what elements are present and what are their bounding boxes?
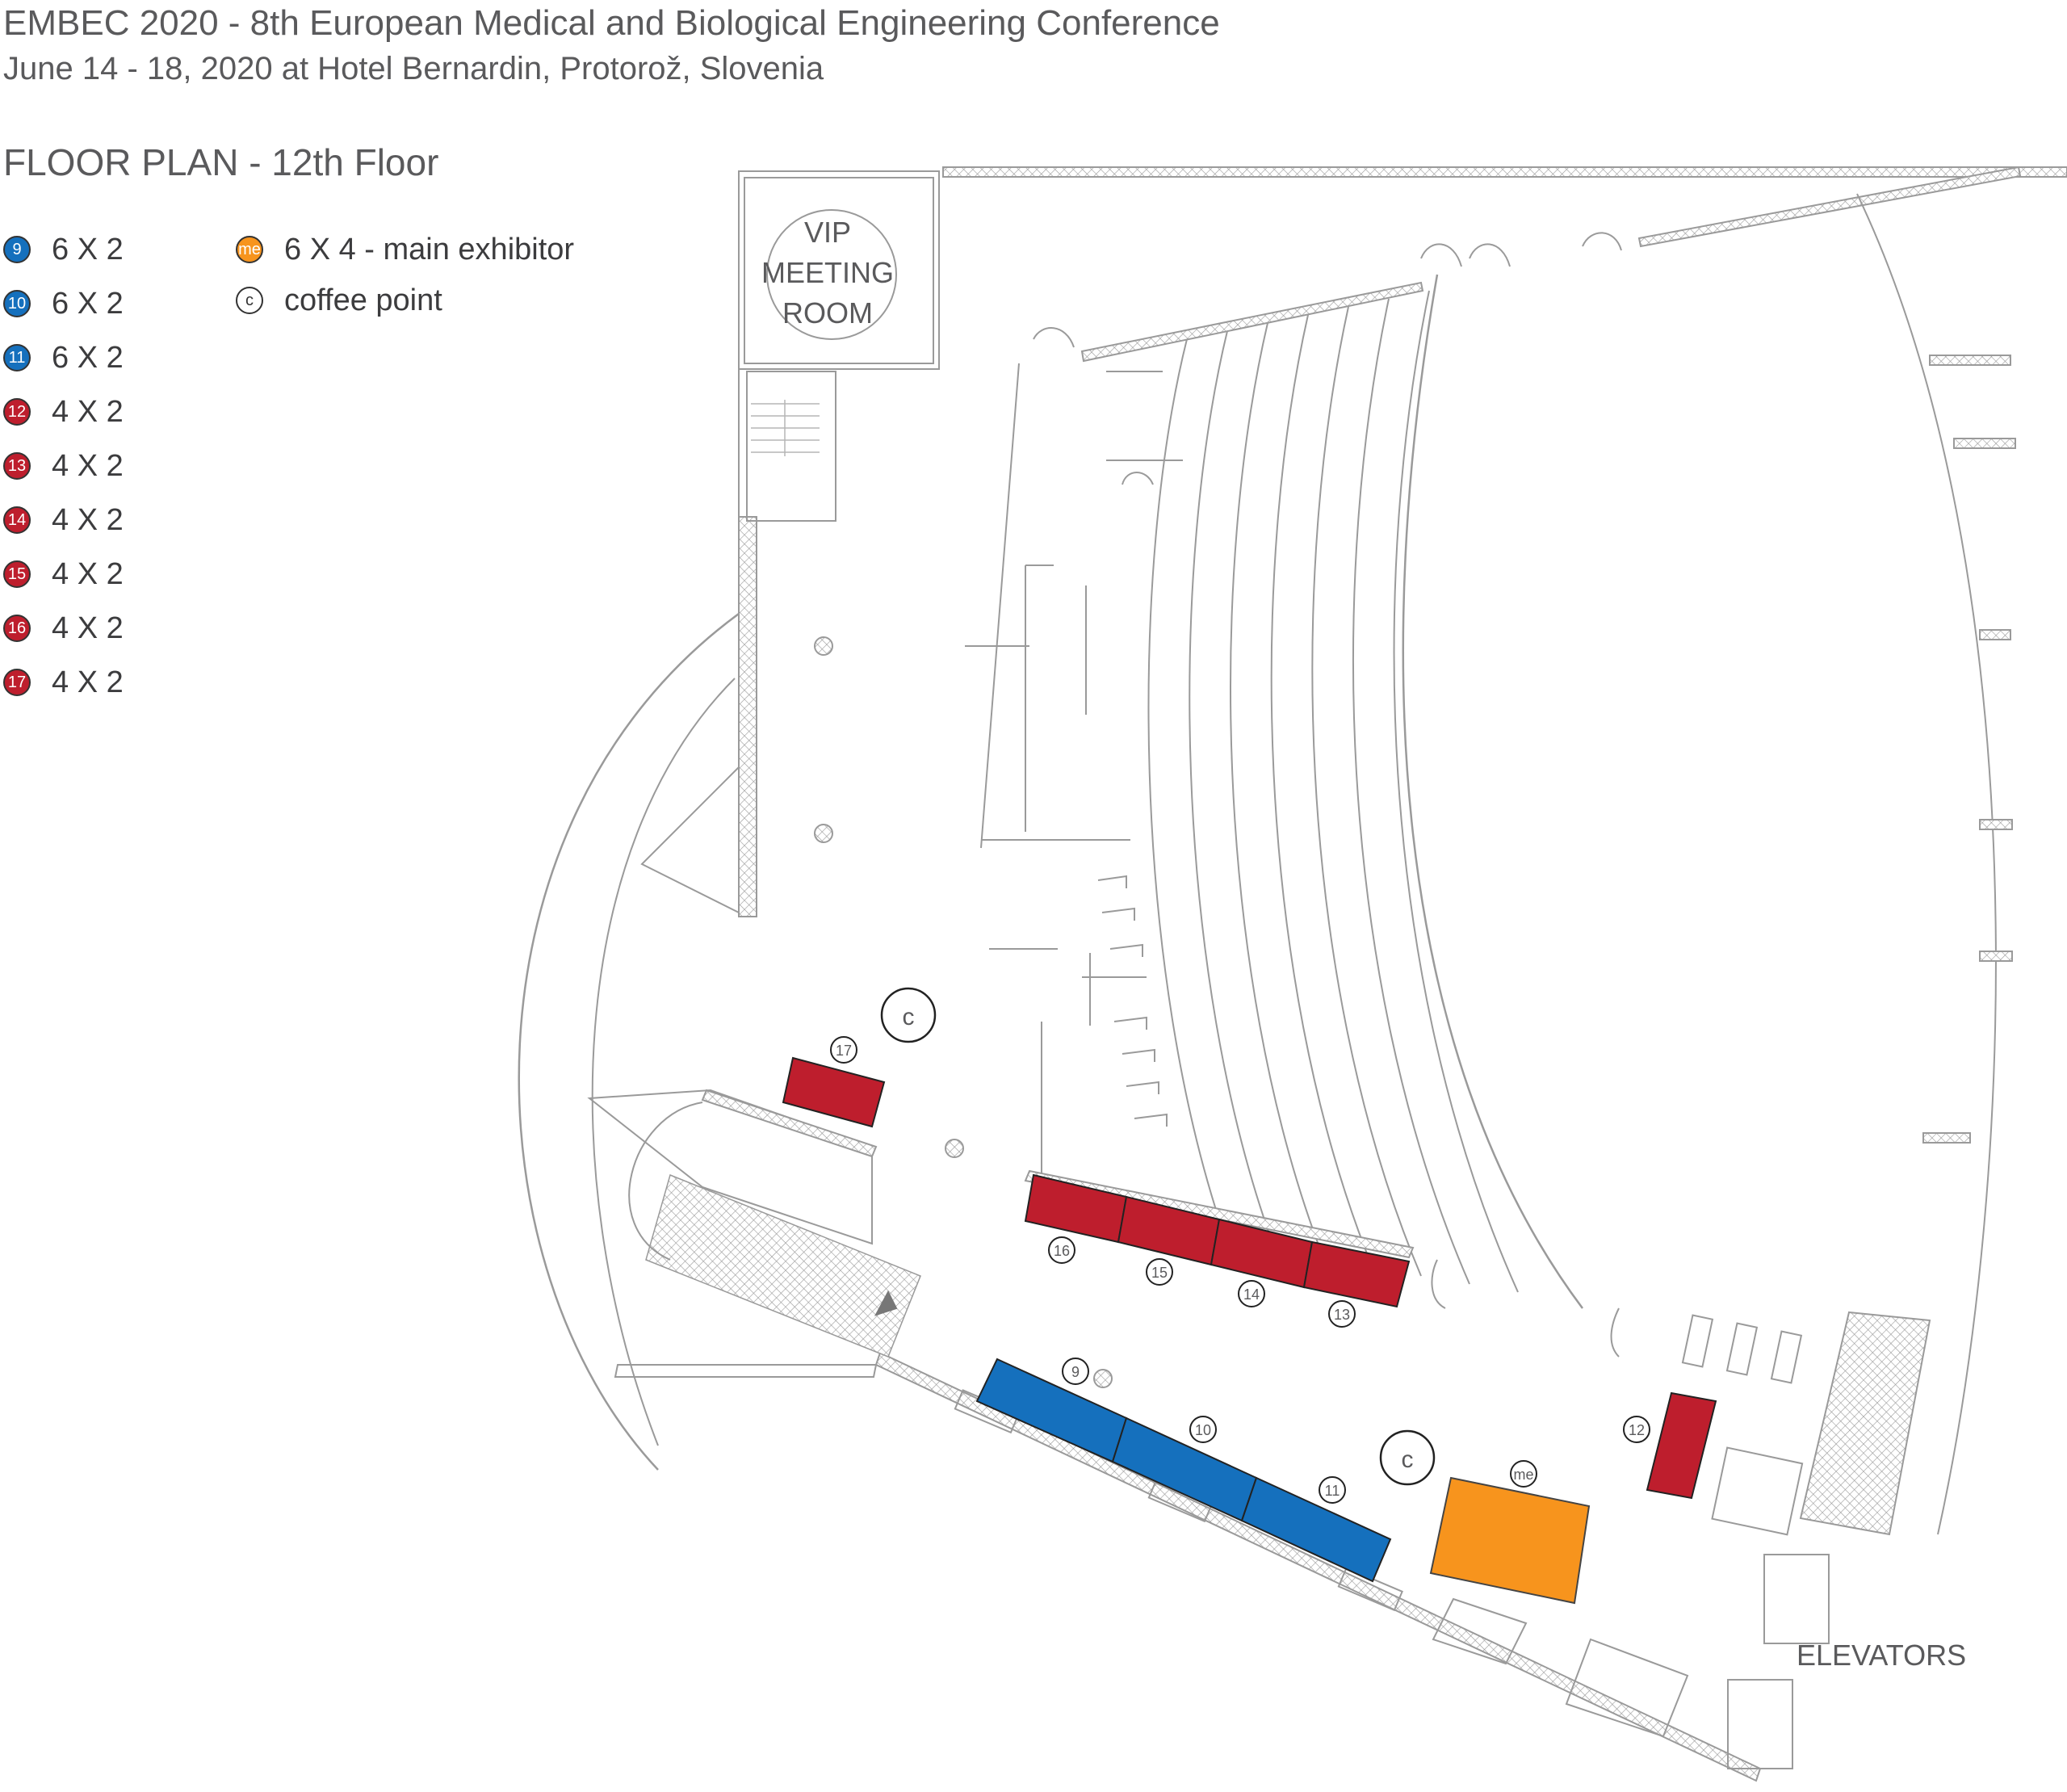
marker-12-label: 12 bbox=[1629, 1422, 1645, 1438]
coffee-point-lower: c bbox=[1379, 1429, 1436, 1486]
conference-title: EMBEC 2020 - 8th European Medical and Bi… bbox=[3, 3, 1220, 43]
legend-text: coffee point bbox=[284, 283, 442, 317]
marker-10-label: 10 bbox=[1195, 1422, 1211, 1438]
badge-15: 15 bbox=[3, 560, 31, 588]
booth-16[interactable] bbox=[1024, 1173, 1128, 1244]
badge-12: 12 bbox=[3, 398, 31, 426]
booth-12[interactable] bbox=[1646, 1391, 1717, 1500]
marker-15 bbox=[1146, 1258, 1173, 1286]
marker-16 bbox=[1048, 1236, 1075, 1264]
marker-9 bbox=[1062, 1358, 1089, 1385]
badge-coffee: c bbox=[236, 287, 263, 314]
badge-17: 17 bbox=[3, 669, 31, 696]
marker-10 bbox=[1189, 1416, 1217, 1443]
booth-17[interactable] bbox=[782, 1056, 886, 1128]
marker-11-label: 11 bbox=[1325, 1483, 1340, 1499]
marker-14 bbox=[1238, 1280, 1265, 1307]
legend-text: 4 X 2 bbox=[52, 502, 124, 537]
legend-item-16: 16 4 X 2 bbox=[3, 611, 124, 646]
badge-11: 11 bbox=[3, 344, 31, 371]
vip-meeting-room-label: VIP MEETING ROOM bbox=[761, 216, 894, 329]
legend-item-14: 14 4 X 2 bbox=[3, 502, 124, 538]
legend-text: 4 X 2 bbox=[52, 556, 124, 591]
svg-text:MEETING: MEETING bbox=[761, 256, 894, 289]
building-walls bbox=[518, 166, 2067, 1782]
coffee-point-upper: c bbox=[880, 987, 937, 1043]
marker-9-label: 9 bbox=[1071, 1364, 1080, 1380]
svg-text:c: c bbox=[903, 1004, 915, 1030]
legend-text: 4 X 2 bbox=[52, 611, 124, 645]
svg-text:c: c bbox=[1402, 1446, 1414, 1473]
legend-item-9: 9 6 X 2 bbox=[3, 232, 124, 267]
svg-text:ROOM: ROOM bbox=[782, 296, 873, 329]
marker-me-label: me bbox=[1513, 1467, 1533, 1483]
svg-text:VIP: VIP bbox=[804, 216, 851, 249]
marker-14-label: 14 bbox=[1243, 1286, 1260, 1303]
marker-13 bbox=[1328, 1300, 1356, 1328]
badge-13: 13 bbox=[3, 452, 31, 480]
marker-17 bbox=[830, 1036, 857, 1064]
badge-14: 14 bbox=[3, 506, 31, 534]
booth-11[interactable] bbox=[1240, 1476, 1392, 1583]
marker-me bbox=[1510, 1460, 1537, 1488]
marker-15-label: 15 bbox=[1151, 1265, 1168, 1281]
legend-text: 4 X 2 bbox=[52, 394, 124, 429]
legend-text: 6 X 2 bbox=[52, 340, 124, 375]
badge-me: me bbox=[236, 236, 263, 263]
legend-item-coffee-point: c coffee point bbox=[236, 283, 442, 318]
legend-item-12: 12 4 X 2 bbox=[3, 394, 124, 430]
legend-item-10: 10 6 X 2 bbox=[3, 286, 124, 321]
marker-16-label: 16 bbox=[1054, 1243, 1070, 1259]
legend-text: 4 X 2 bbox=[52, 665, 124, 699]
elevators-label: ELEVATORS bbox=[1797, 1639, 1966, 1672]
legend-item-13: 13 4 X 2 bbox=[3, 448, 124, 484]
conference-subtitle: June 14 - 18, 2020 at Hotel Bernardin, P… bbox=[3, 51, 824, 86]
legend-item-11: 11 6 X 2 bbox=[3, 340, 124, 376]
legend-text: 6 X 2 bbox=[52, 232, 124, 266]
legend-text: 6 X 2 bbox=[52, 286, 124, 321]
marker-11 bbox=[1319, 1476, 1346, 1504]
legend-item-17: 17 4 X 2 bbox=[3, 665, 124, 700]
marker-12 bbox=[1623, 1416, 1650, 1443]
legend-item-15: 15 4 X 2 bbox=[3, 556, 124, 592]
badge-9: 9 bbox=[3, 236, 31, 263]
booth-main-exhibitor[interactable] bbox=[1429, 1476, 1591, 1605]
marker-13-label: 13 bbox=[1334, 1307, 1350, 1323]
marker-17-label: 17 bbox=[836, 1043, 852, 1059]
legend-item-main-exhibitor: me 6 X 4 - main exhibitor bbox=[236, 232, 574, 267]
floor-plan-title: FLOOR PLAN - 12th Floor bbox=[3, 141, 439, 183]
booth-13[interactable] bbox=[1302, 1240, 1411, 1308]
badge-16: 16 bbox=[3, 615, 31, 642]
badge-10: 10 bbox=[3, 290, 31, 317]
legend-text: 4 X 2 bbox=[52, 448, 124, 483]
legend-text: 6 X 4 - main exhibitor bbox=[284, 232, 575, 266]
